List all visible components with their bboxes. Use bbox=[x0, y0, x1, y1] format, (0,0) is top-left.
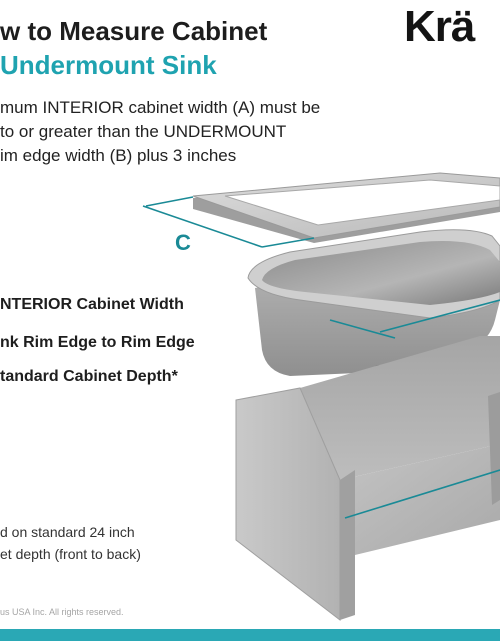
copyright-text: us USA Inc. All rights reserved. bbox=[0, 607, 124, 617]
dimension-line-c bbox=[142, 196, 315, 248]
description-line: mum INTERIOR cabinet width (A) must be bbox=[0, 98, 321, 117]
description-line: to or greater than the UNDERMOUNT bbox=[0, 122, 287, 141]
countertop-cutout bbox=[192, 172, 500, 243]
dimension-line-a bbox=[344, 469, 500, 519]
description-text: mum INTERIOR cabinet width (A) must be t… bbox=[0, 96, 320, 168]
legend-item-b: nk Rim Edge to Rim Edge bbox=[0, 334, 195, 351]
footnote-line: et depth (front to back) bbox=[0, 546, 141, 562]
description-line: im edge width (B) plus 3 inches bbox=[0, 146, 237, 165]
footer-accent-bar bbox=[0, 629, 500, 641]
legend-item-c: tandard Cabinet Depth* bbox=[0, 368, 178, 385]
page-title: w to Measure Cabinet bbox=[0, 16, 268, 46]
footnote-text: d on standard 24 inch et depth (front to… bbox=[0, 521, 141, 565]
footnote-line: d on standard 24 inch bbox=[0, 524, 135, 540]
undermount-sink-bowl bbox=[247, 229, 500, 392]
cabinet-box bbox=[235, 336, 500, 622]
dimension-line-b bbox=[329, 299, 500, 339]
dimension-label-c: C bbox=[175, 230, 191, 255]
brand-logo: Krä bbox=[404, 2, 475, 51]
page-subtitle: Undermount Sink bbox=[0, 50, 217, 80]
legend-item-a: NTERIOR Cabinet Width bbox=[0, 296, 184, 313]
